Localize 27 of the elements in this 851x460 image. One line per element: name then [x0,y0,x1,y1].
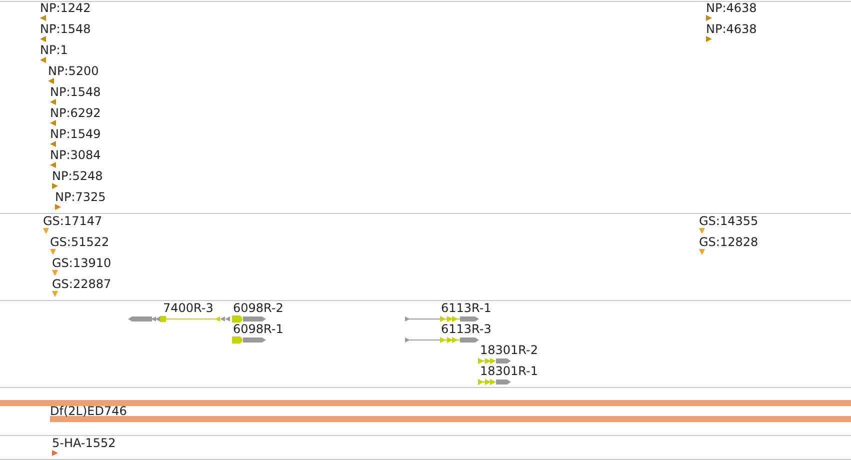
feature-label: 6098R-1 [233,322,284,336]
feature-label: NP:1549 [50,127,101,141]
feature-label: NP:1 [40,43,68,57]
feature-label: NP:6292 [50,106,101,120]
feature-label: NP:7325 [55,190,106,204]
feature-label: NP:1242 [40,1,91,15]
feature-label: NP:4638 [706,1,757,15]
feature-label: Df(2L)ED746 [50,404,127,418]
feature-label: 6113R-1 [441,301,492,315]
feature-label: 6098R-2 [233,301,284,315]
feature-label: 5-HA-1552 [52,436,116,450]
feature-label: GS:51522 [50,235,110,249]
feature-label: GS:22887 [52,277,112,291]
feature-label: GS:13910 [52,256,112,270]
feature-label: NP:4638 [706,22,757,36]
feature-label: NP:5200 [48,64,99,78]
feature-label: NP:1548 [40,22,91,36]
feature-label: 7400R-3 [163,301,214,315]
feature-label: GS:14355 [699,214,758,228]
feature-label: 18301R-2 [480,343,538,357]
feature-label: 18301R-1 [480,364,538,378]
feature-label: GS:12828 [699,235,758,249]
feature-label: 6113R-3 [441,322,492,336]
feature-label: GS:17147 [43,214,102,228]
feature-label: NP:3084 [50,148,101,162]
feature-label: NP:1548 [50,85,101,99]
feature-label: NP:5248 [52,169,103,183]
